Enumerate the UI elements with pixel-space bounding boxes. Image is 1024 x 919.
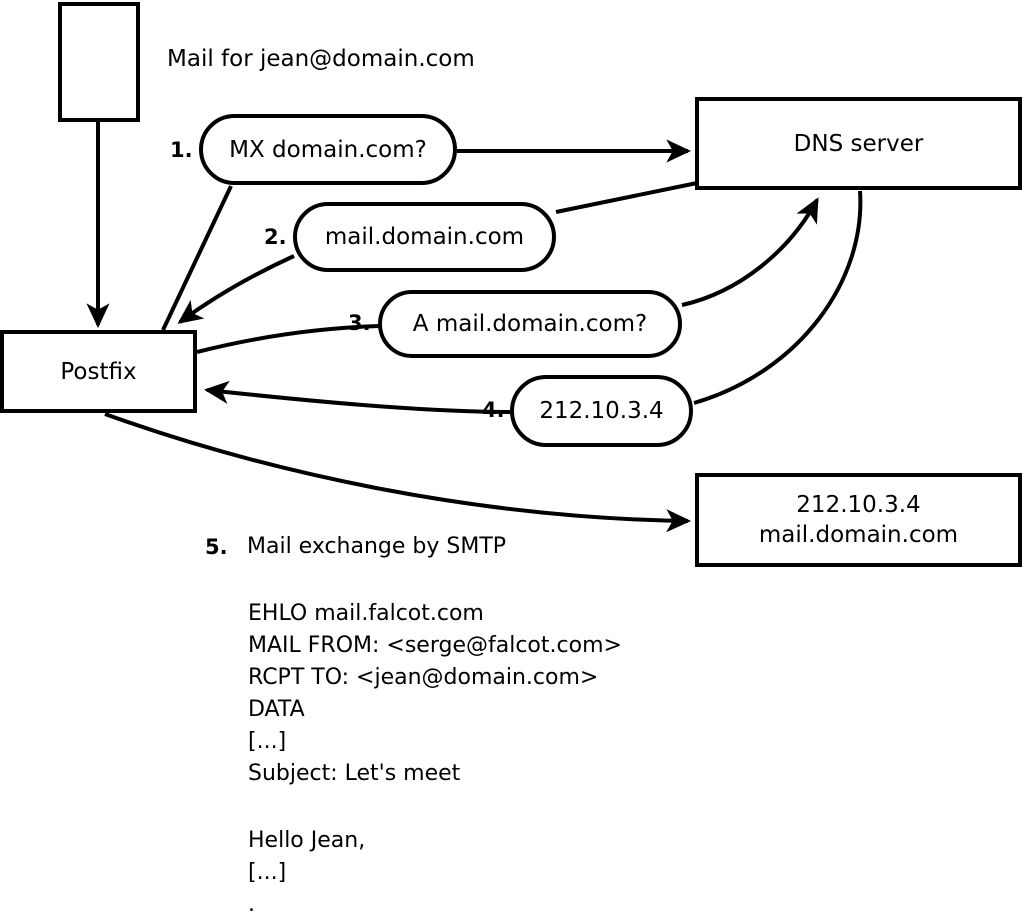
line-dns-to-step2-bubble: [555, 181, 698, 214]
arrow-postfix-to-target: [104, 412, 692, 533]
step-5-label: Mail exchange by SMTP: [247, 534, 507, 559]
bubble-step-2-label: mail.domain.com: [324, 224, 525, 250]
node-dns-server-label: DNS server: [793, 130, 924, 157]
caption-mail-for: Mail for jean@domain.com: [167, 46, 475, 72]
bubble-step-4-label: 212.10.3.4: [539, 398, 664, 424]
smtp-transcript-block-1: EHLO mail.falcot.com MAIL FROM: <serge@f…: [248, 601, 622, 786]
arrow-step4-bubble-to-postfix: [203, 380, 512, 414]
arrow-step2-bubble-to-postfix: [177, 254, 295, 324]
bubble-step-1-label: MX domain.com?: [229, 136, 427, 163]
node-target-mail-server-label: 212.10.3.4 mail.domain.com: [758, 492, 959, 548]
step-number-5: 5.: [205, 535, 228, 559]
bubble-step-4[interactable]: 212.10.3.4: [510, 375, 693, 447]
line-postfix-to-step3-bubble: [196, 324, 380, 354]
bubble-step-3-label: A mail.domain.com?: [412, 311, 648, 337]
bubble-step-3[interactable]: A mail.domain.com?: [378, 290, 682, 358]
step-number-1: 1.: [170, 138, 193, 162]
bubble-step-1[interactable]: MX domain.com?: [199, 114, 457, 185]
line-postfix-to-step1-bubble: [161, 185, 233, 331]
node-dns-server[interactable]: DNS server: [695, 97, 1022, 190]
arrow-step3-bubble-to-dns: [681, 197, 819, 307]
step-number-4: 4.: [482, 398, 505, 422]
smtp-transcript-block-2: Hello Jean, [...] .: [248, 828, 366, 917]
step-number-2: 2.: [264, 225, 287, 249]
step-number-3: 3.: [348, 311, 371, 335]
node-postfix[interactable]: Postfix: [0, 330, 197, 413]
bubble-step-2[interactable]: mail.domain.com: [293, 202, 556, 272]
node-sender-host[interactable]: [58, 2, 140, 122]
node-target-mail-server[interactable]: 212.10.3.4 mail.domain.com: [695, 473, 1022, 567]
node-postfix-label: Postfix: [60, 358, 137, 385]
line-dns-to-step4-bubble: [693, 190, 863, 405]
